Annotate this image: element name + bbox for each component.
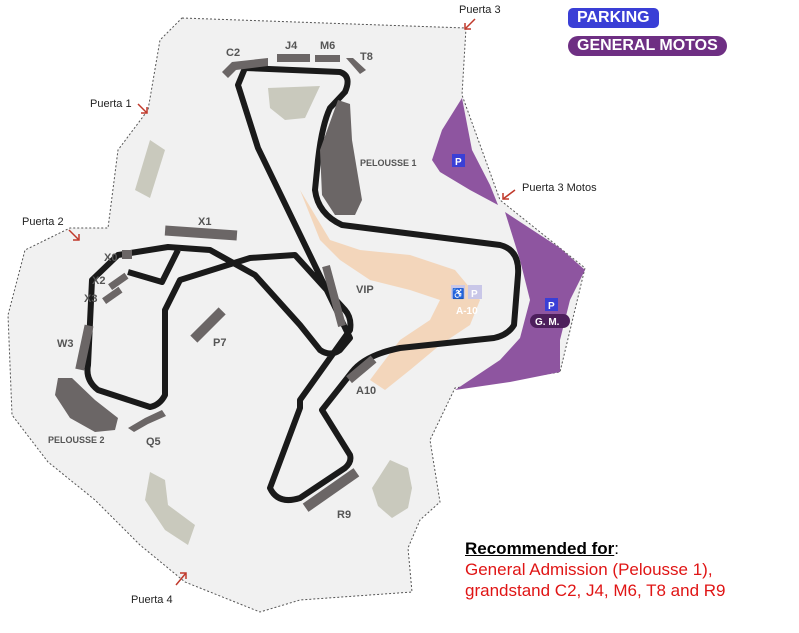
stand-p7 [190, 307, 226, 343]
recommendation-block: Recommended for: General Admission (Pelo… [465, 538, 795, 601]
gm-zone-label: G. M. [535, 317, 560, 328]
paddock-zone-label: A-10 [456, 306, 478, 317]
gate-arrow-puerta-2 [68, 229, 80, 241]
gate-label-puerta-3: Puerta 3 [459, 4, 501, 16]
stand-x3 [102, 286, 123, 305]
paddock-parking-icon [468, 285, 482, 299]
recommendation-colon: : [614, 539, 619, 558]
stand-r9 [302, 468, 360, 512]
disabled-parking-symbol: ♿ [452, 287, 464, 300]
label-x1: X1 [198, 216, 211, 228]
recommendation-line-1: General Admission (Pelousse 1), [465, 560, 713, 579]
label-x0: X0 [104, 252, 117, 264]
paddock-area [300, 190, 480, 390]
label-m6: M6 [320, 40, 335, 52]
stand-pelousse-2 [55, 378, 118, 432]
label-w3: W3 [57, 338, 74, 350]
recommendation-title: Recommended for [465, 539, 615, 558]
disabled-parking-icon [451, 285, 465, 299]
motos-parking-east [455, 212, 585, 390]
label-pelousse-2: PELOUSSE 2 [48, 435, 105, 445]
recommendation-line-2: grandstand C2, J4, M6, T8 and R9 [465, 581, 726, 600]
label-x2: X2 [92, 275, 105, 287]
label-r9: R9 [337, 509, 351, 521]
motos-parking-north [432, 98, 498, 205]
gm-zone-pill [530, 314, 570, 328]
stand-c2 [222, 58, 268, 78]
stand-j4 [277, 54, 310, 62]
label-pelousse-1: PELOUSSE 1 [360, 158, 417, 168]
gate-arrow-puerta-1 [137, 103, 148, 114]
label-p7: P7 [213, 337, 226, 349]
stand-x0 [122, 250, 132, 259]
grass-area-southwest [145, 472, 195, 545]
label-vip: VIP [356, 284, 374, 296]
recommendation-heading: Recommended for: [465, 538, 795, 559]
stand-vip [322, 265, 346, 327]
gate-label-puerta-3-motos: Puerta 3 Motos [522, 182, 597, 194]
label-c2: C2 [226, 47, 240, 59]
grass-area-southeast [372, 460, 412, 518]
paddock-parking-symbol: P [471, 289, 478, 300]
label-q5: Q5 [146, 436, 161, 448]
grass-area-west [135, 140, 165, 198]
label-a10: A10 [356, 385, 376, 397]
label-j4: J4 [285, 40, 298, 52]
north-motos-parking-icon [452, 154, 465, 167]
stand-w3 [75, 324, 94, 371]
stand-x2 [108, 272, 129, 291]
track-inner-link [127, 248, 181, 285]
stand-x1 [164, 225, 238, 241]
gate-label-puerta-1: Puerta 1 [90, 98, 132, 110]
gate-arrow-puerta-4 [175, 572, 187, 586]
east-motos-parking-icon [545, 298, 558, 311]
stand-m6 [315, 55, 340, 62]
legend-general-motos-badge: GENERAL MOTOS [568, 36, 727, 56]
stand-t8 [346, 58, 366, 74]
gate-arrow-puerta-3 [464, 18, 476, 30]
north-motos-parking-symbol: P [455, 157, 462, 168]
legend-parking-badge: PARKING [568, 8, 659, 28]
stand-a10 [346, 355, 377, 384]
stand-q5 [128, 410, 166, 432]
stand-pelousse-1 [320, 100, 362, 215]
gate-label-puerta-4: Puerta 4 [131, 594, 173, 606]
gate-arrow-puerta-3-motos [502, 189, 516, 200]
label-x3: X3 [84, 293, 97, 305]
label-t8: T8 [360, 51, 373, 63]
gate-label-puerta-2: Puerta 2 [22, 216, 64, 228]
grass-area-north [268, 86, 320, 120]
east-motos-parking-symbol: P [548, 301, 555, 312]
race-track [84, 65, 522, 503]
